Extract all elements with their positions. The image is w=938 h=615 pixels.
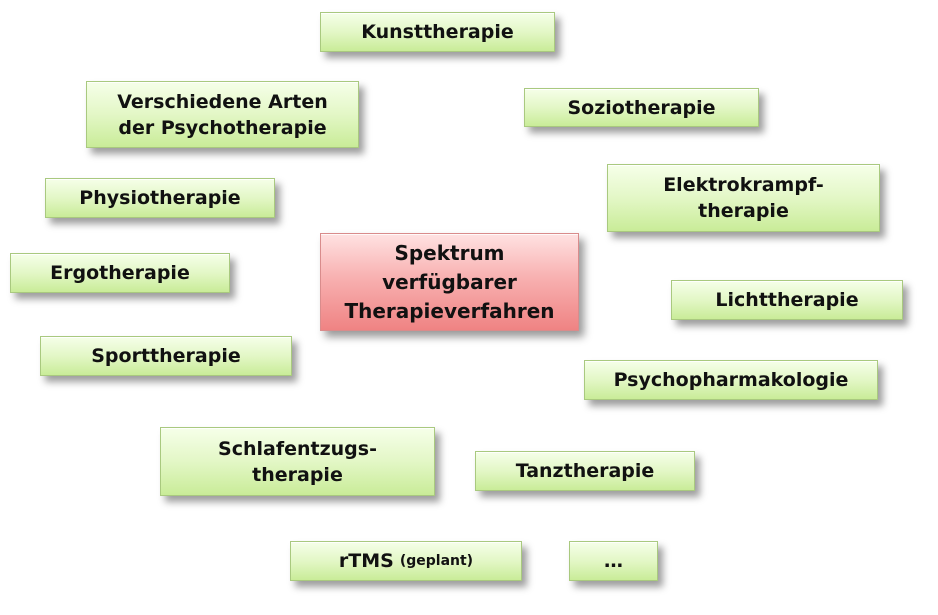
box-more: … [569,541,658,581]
box-psychopharmakologie-label: Psychopharmakologie [613,369,849,391]
box-more-label: … [604,550,623,572]
box-tanztherapie-label: Tanztherapie [515,460,655,482]
box-elektrokrampftherapie: Elektrokrampf- therapie [607,164,880,232]
box-psychotherapie: Verschiedene Arten der Psychotherapie [86,81,359,148]
box-schlafentzugstherapie-label-line2: therapie [252,463,343,486]
box-ergotherapie: Ergotherapie [10,253,230,293]
box-rtms: rTMS (geplant) [290,541,522,581]
box-soziotherapie-label: Soziotherapie [567,96,716,119]
center-box-therapiespektrum: Spektrum verfügbarer Therapieverfahren [320,233,579,331]
box-psychopharmakologie: Psychopharmakologie [584,360,878,400]
box-psychotherapie-label-line2: der Psychotherapie [118,116,327,139]
box-psychotherapie-label-line1: Verschiedene Arten [117,90,328,113]
box-elektrokrampftherapie-label-line1: Elektrokrampf- [663,174,824,196]
center-label-line3: Therapieverfahren [344,298,555,323]
box-rtms-label: rTMS [338,550,394,572]
box-kunsttherapie-label: Kunsttherapie [361,21,514,43]
box-physiotherapie-label: Physiotherapie [79,187,241,209]
box-ergotherapie-label: Ergotherapie [50,262,190,284]
center-label-line1: Spektrum [394,240,505,265]
box-soziotherapie: Soziotherapie [524,88,759,127]
box-schlafentzugstherapie-label-line1: Schlafentzugs- [218,437,377,460]
box-tanztherapie: Tanztherapie [475,451,695,491]
box-lichttherapie-label: Lichttherapie [715,289,859,311]
box-kunsttherapie: Kunsttherapie [320,12,555,52]
box-rtms-note: (geplant) [399,553,474,569]
box-schlafentzugstherapie: Schlafentzugs- therapie [160,427,435,496]
box-sporttherapie-label: Sporttherapie [91,345,241,367]
center-label-line2: verfügbarer [382,269,517,294]
box-sporttherapie: Sporttherapie [40,336,292,376]
box-physiotherapie: Physiotherapie [45,178,275,218]
box-lichttherapie: Lichttherapie [671,280,903,320]
box-elektrokrampftherapie-label-line2: therapie [698,200,789,222]
